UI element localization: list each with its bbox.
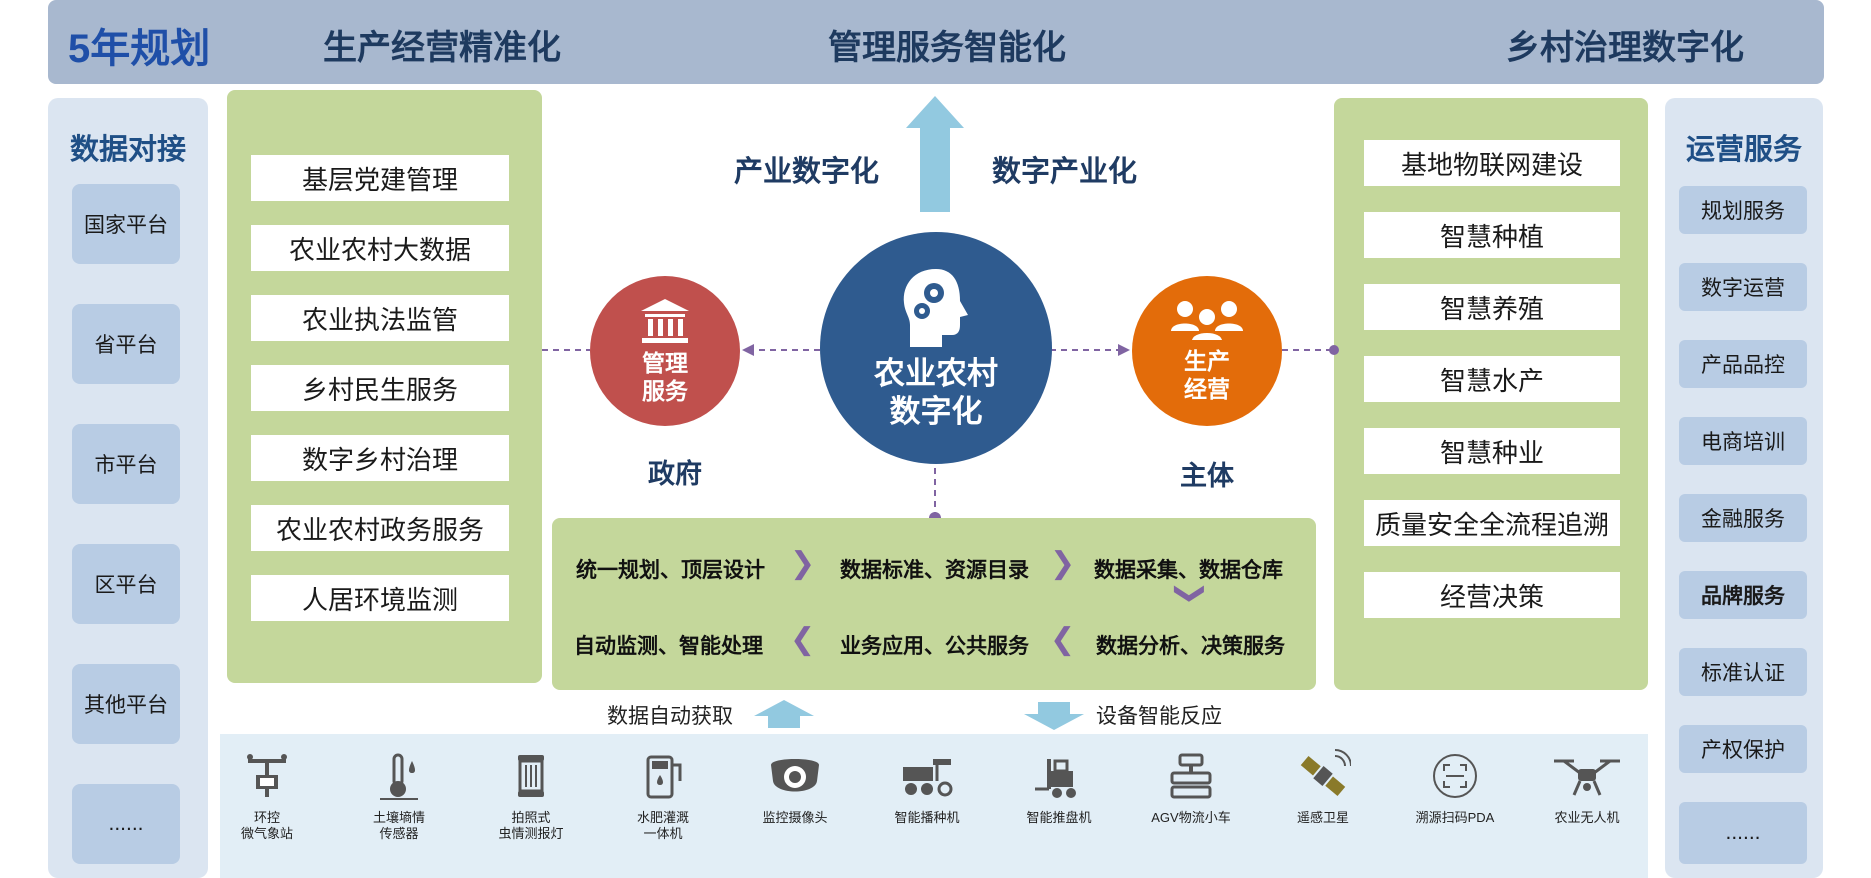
data-docking-title: 数据对接 xyxy=(69,134,186,166)
qr-scan-icon xyxy=(1433,754,1477,798)
head-gears-icon xyxy=(903,269,968,347)
seeder-icon xyxy=(903,759,953,797)
op-service-property[interactable]: 产权保护 xyxy=(1679,725,1807,773)
data-process-panel: 统一规划、顶层设计 ❯ 数据标准、资源目录 ❯ 数据采集、数据仓库 ❯ 自动监测… xyxy=(552,518,1316,690)
op-service-standard[interactable]: 标准认证 xyxy=(1679,648,1807,696)
forklift-icon xyxy=(1035,759,1076,798)
chevron-down-icon: ❯ xyxy=(1174,580,1208,607)
goal-production: 生产经营精准化 xyxy=(323,29,561,67)
device-item[interactable]: 溯源扫码PDA xyxy=(1400,748,1510,826)
service-item[interactable]: 乡村民生服务 xyxy=(251,365,509,411)
chevron-left-icon: ❮ xyxy=(790,623,816,656)
insect-lamp-icon xyxy=(518,755,544,797)
platform-national[interactable]: 国家平台 xyxy=(72,184,180,264)
process-step: 业务应用、公共服务 xyxy=(840,635,1029,658)
drone-icon xyxy=(1554,759,1620,796)
process-step: 数据采集、数据仓库 xyxy=(1094,559,1283,582)
irrigation-machine-icon xyxy=(646,755,682,799)
device-response-label: 设备智能反应 xyxy=(1096,705,1222,728)
device-item[interactable]: 环控 微气象站 xyxy=(212,748,322,842)
government-building-icon xyxy=(641,299,689,343)
arrow-up-icon xyxy=(754,700,814,728)
government-circle: 管理 服务 xyxy=(590,276,740,426)
process-step: 自动监测、智能处理 xyxy=(574,635,763,658)
chevron-right-icon: ❯ xyxy=(790,547,816,580)
service-item[interactable]: 农业执法监管 xyxy=(251,295,509,341)
service-item[interactable]: 农业农村政务服务 xyxy=(251,505,509,551)
device-item[interactable]: 智能播种机 xyxy=(872,748,982,826)
operation-services-column: 运营服务 规划服务 数字运营 产品品控 电商培训 金融服务 品牌服务 标准认证 … xyxy=(1665,98,1823,878)
arrow-down-icon xyxy=(1024,702,1084,730)
production-item[interactable]: 智慧水产 xyxy=(1364,356,1620,402)
people-group-icon xyxy=(1171,301,1243,342)
process-step: 数据分析、决策服务 xyxy=(1096,635,1285,658)
platform-city[interactable]: 市平台 xyxy=(72,424,180,504)
government-label: 政府 xyxy=(648,459,702,489)
top-banner: 5年规划 生产经营精准化 管理服务智能化 乡村治理数字化 xyxy=(48,0,1824,84)
chevron-right-icon: ❯ xyxy=(1050,547,1076,580)
gov-circle-line2: 服务 xyxy=(642,378,688,404)
chevron-left-icon: ❮ xyxy=(1050,623,1076,656)
op-service-more[interactable]: ...... xyxy=(1679,802,1807,864)
agv-cart-icon xyxy=(1170,753,1212,799)
device-item[interactable]: 土壤墒情 传感器 xyxy=(344,748,454,842)
data-docking-column: 数据对接 国家平台 省平台 市平台 区平台 其他平台 ...... xyxy=(48,98,208,878)
service-item[interactable]: 人居环境监测 xyxy=(251,575,509,621)
enterprise-circle: 生产 经营 xyxy=(1132,276,1282,426)
device-item[interactable]: 智能推盘机 xyxy=(1004,748,1114,826)
device-item[interactable]: 监控摄像头 xyxy=(740,748,850,826)
government-services-panel: 基层党建管理 农业农村大数据 农业执法监管 乡村民生服务 数字乡村治理 农业农村… xyxy=(227,90,542,683)
production-operations-panel: 基地物联网建设 智慧种植 智慧养殖 智慧水产 智慧种业 质量安全全流程追溯 经营… xyxy=(1334,98,1648,690)
gov-circle-line1: 管理 xyxy=(642,350,688,376)
service-item[interactable]: 数字乡村治理 xyxy=(251,435,509,481)
digital-industrialization-label: 数字产业化 xyxy=(992,156,1138,188)
goal-management: 管理服务智能化 xyxy=(828,29,1066,67)
operation-services-title: 运营服务 xyxy=(1685,134,1802,166)
core-line1: 农业农村 xyxy=(874,356,998,391)
service-item[interactable]: 基层党建管理 xyxy=(251,155,509,201)
platform-other[interactable]: 其他平台 xyxy=(72,664,180,744)
core-line2: 数字化 xyxy=(889,394,983,429)
ent-circle-line1: 生产 xyxy=(1184,348,1230,374)
device-item[interactable]: 水肥灌溉 一体机 xyxy=(608,748,718,842)
weather-station-icon xyxy=(247,754,287,797)
op-service-finance[interactable]: 金融服务 xyxy=(1679,494,1807,542)
device-item[interactable]: 农业无人机 xyxy=(1532,748,1642,826)
industry-digitalization-label: 产业数字化 xyxy=(734,156,880,188)
op-service-ecommerce[interactable]: 电商培训 xyxy=(1679,417,1807,465)
production-item[interactable]: 智慧种植 xyxy=(1364,212,1620,258)
process-step: 统一规划、顶层设计 xyxy=(576,559,765,582)
ent-circle-line2: 经营 xyxy=(1184,376,1230,402)
camera-icon xyxy=(771,759,819,792)
production-item[interactable]: 智慧种业 xyxy=(1364,428,1620,474)
platform-province[interactable]: 省平台 xyxy=(72,304,180,384)
goal-governance: 乡村治理数字化 xyxy=(1506,29,1744,67)
iot-device-strip xyxy=(220,734,1648,878)
soil-sensor-icon xyxy=(380,753,418,800)
op-service-digital-ops[interactable]: 数字运营 xyxy=(1679,263,1807,311)
data-acquisition-label: 数据自动获取 xyxy=(607,705,733,728)
platform-more[interactable]: ...... xyxy=(72,784,180,864)
production-item[interactable]: 基地物联网建设 xyxy=(1364,140,1620,186)
satellite-icon xyxy=(1300,749,1351,797)
device-item[interactable]: AGV物流小车 xyxy=(1136,748,1246,826)
device-item[interactable]: 拍照式 虫情测报灯 xyxy=(476,748,586,842)
core-circle: 农业农村 数字化 xyxy=(820,232,1052,464)
device-item[interactable]: 遥感卫星 xyxy=(1268,748,1378,826)
process-step: 数据标准、资源目录 xyxy=(840,559,1029,582)
plan-title: 5年规划 xyxy=(68,27,211,71)
op-service-quality[interactable]: 产品品控 xyxy=(1679,340,1807,388)
service-item[interactable]: 农业农村大数据 xyxy=(251,225,509,271)
enterprise-label: 主体 xyxy=(1180,461,1234,491)
op-service-planning[interactable]: 规划服务 xyxy=(1679,186,1807,234)
production-item[interactable]: 智慧养殖 xyxy=(1364,284,1620,330)
production-item[interactable]: 经营决策 xyxy=(1364,572,1620,618)
op-service-brand[interactable]: 品牌服务 xyxy=(1679,571,1807,619)
platform-district[interactable]: 区平台 xyxy=(72,544,180,624)
production-item[interactable]: 质量安全全流程追溯 xyxy=(1364,500,1620,546)
